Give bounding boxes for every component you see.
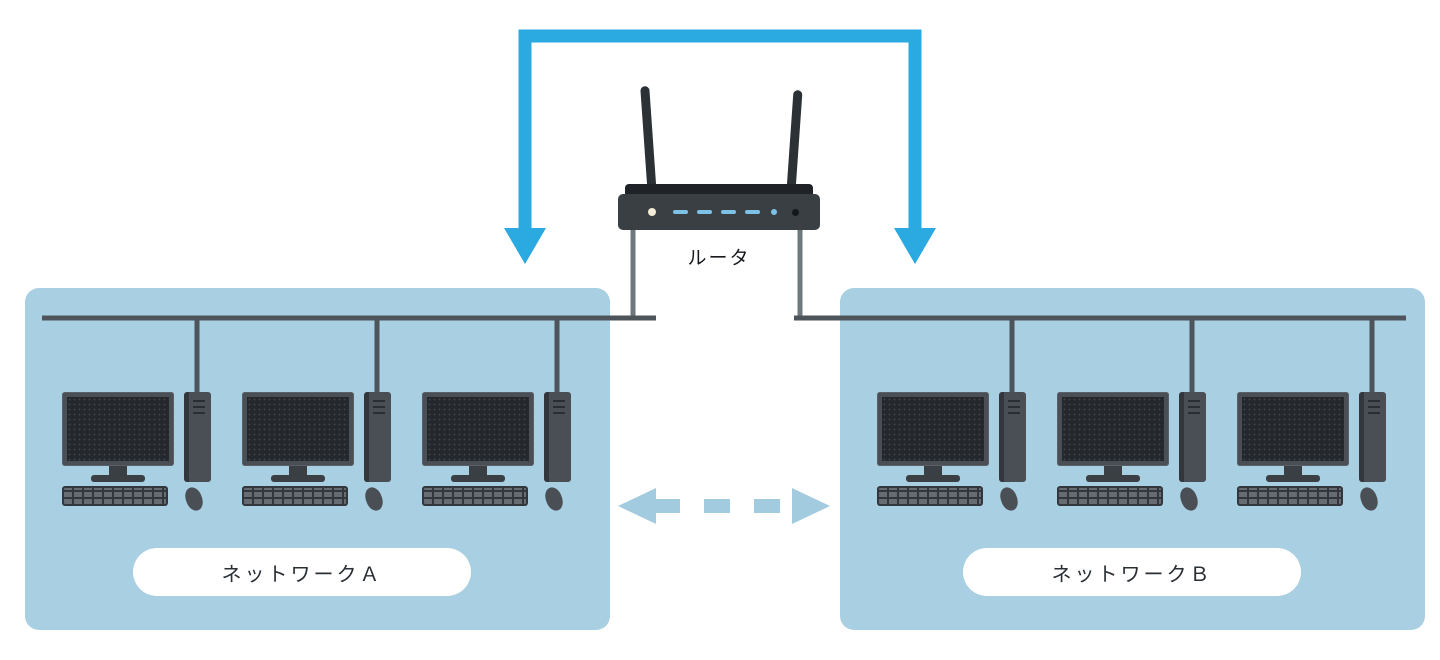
workstation-icon [877, 392, 1027, 514]
monitor-base [1086, 475, 1140, 482]
workstation-icon [242, 392, 392, 514]
monitor-stand [1104, 466, 1122, 476]
keyboard-icon [242, 486, 348, 506]
keyboard-icon [877, 486, 983, 506]
router-port-icon [745, 210, 760, 214]
keyboard-icon [422, 486, 528, 506]
monitor-screen [247, 397, 349, 461]
router-port-icon [673, 210, 688, 214]
inter-network-arrow-left-head-icon [618, 488, 656, 524]
router-label: ルータ [687, 247, 751, 269]
pc-tower-icon [364, 392, 391, 482]
mouse-icon [182, 484, 206, 514]
monitor-base [906, 475, 960, 482]
monitor-stand [469, 466, 487, 476]
monitor-stand [1284, 466, 1302, 476]
mouse-icon [362, 484, 386, 514]
pc-tower-icon [184, 392, 211, 482]
mouse-icon [1177, 484, 1201, 514]
monitor-stand [289, 466, 307, 476]
monitor-icon [877, 392, 989, 466]
workstation-icon [422, 392, 572, 514]
monitor-screen [1062, 397, 1164, 461]
inter-network-arrow-right-head-icon [792, 488, 830, 524]
router-arrow-right-head-icon [894, 228, 936, 264]
pc-tower-icon [999, 392, 1026, 482]
router-antenna-right-icon [786, 89, 803, 199]
keyboard-icon [62, 486, 168, 506]
pc-tower-icon [544, 392, 571, 482]
pc-tower-icon [1179, 392, 1206, 482]
pc-tower-icon [1359, 392, 1386, 482]
monitor-screen [1242, 397, 1344, 461]
monitor-base [1266, 475, 1320, 482]
monitor-icon [62, 392, 174, 466]
router-led [648, 208, 656, 216]
monitor-icon [422, 392, 534, 466]
router-port-icon [721, 210, 736, 214]
network-a-label-pill: ネットワークＡ [133, 548, 471, 596]
workstation-icon [1237, 392, 1387, 514]
workstation-icon [62, 392, 212, 514]
monitor-base [271, 475, 325, 482]
network-b-label-pill: ネットワークＢ [963, 548, 1301, 596]
router-illustration [618, 84, 820, 230]
keyboard-icon [1057, 486, 1163, 506]
router-indicator-dot [771, 209, 777, 215]
router-arrow-left-head-icon [504, 228, 546, 264]
monitor-stand [109, 466, 127, 476]
monitor-screen [67, 397, 169, 461]
monitor-icon [1237, 392, 1349, 466]
monitor-icon [1057, 392, 1169, 466]
keyboard-icon [1237, 486, 1343, 506]
workstation-icon [1057, 392, 1207, 514]
monitor-stand [924, 466, 942, 476]
monitor-icon [242, 392, 354, 466]
mouse-icon [542, 484, 566, 514]
monitor-base [91, 475, 145, 482]
monitor-base [451, 475, 505, 482]
mouse-icon [997, 484, 1021, 514]
router-antenna-left-icon [640, 85, 657, 199]
mouse-icon [1357, 484, 1381, 514]
monitor-screen [427, 397, 529, 461]
monitor-screen [882, 397, 984, 461]
router-body [618, 194, 820, 230]
router-button-dot [792, 208, 799, 216]
router-port-icon [697, 210, 712, 214]
